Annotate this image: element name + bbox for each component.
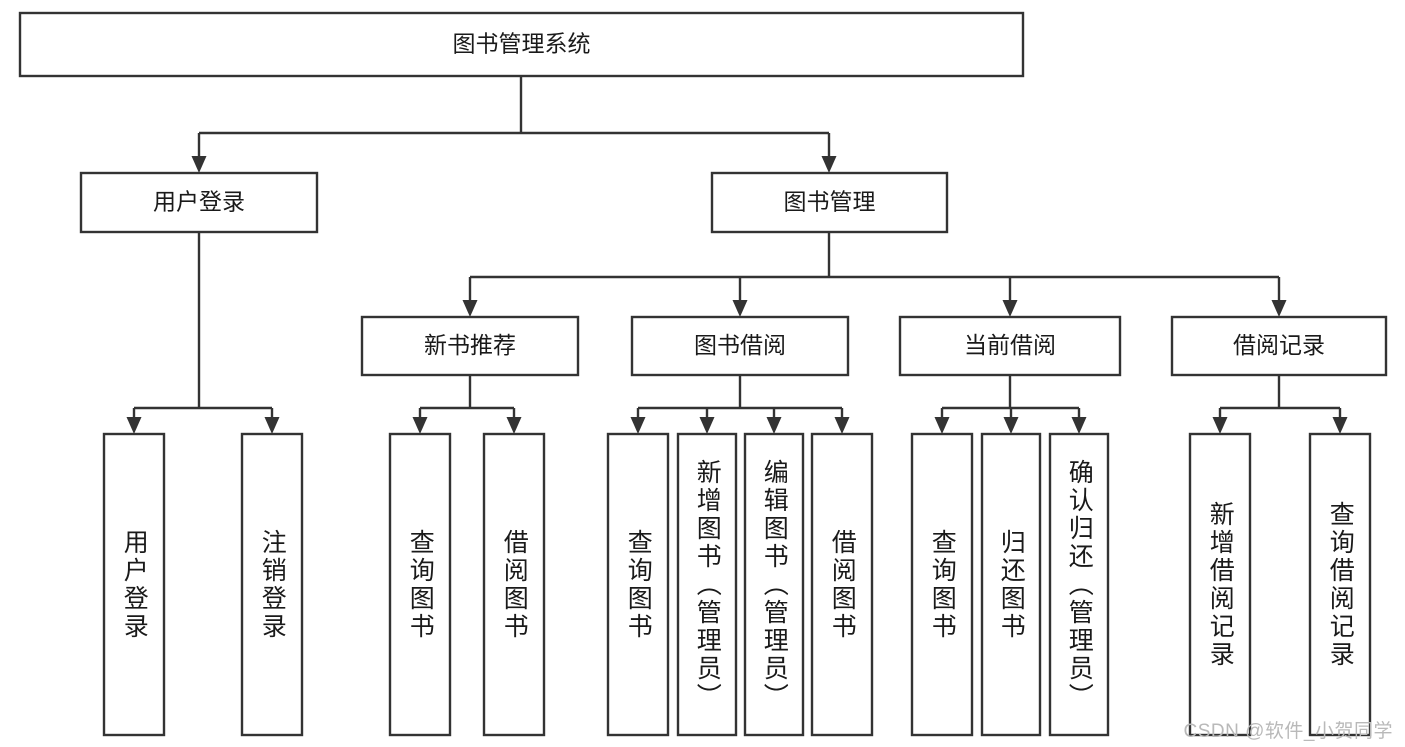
arrow-head-icon xyxy=(462,300,478,317)
arrow-head-icon xyxy=(506,417,522,434)
arrow-head-icon xyxy=(126,417,142,434)
level2-node-label: 用户登录 xyxy=(153,189,245,215)
arrow-head-icon xyxy=(630,417,646,434)
leaf-node-box[interactable] xyxy=(606,432,670,737)
arrow-head-icon xyxy=(766,417,782,434)
arrow-head-icon xyxy=(699,417,715,434)
leaf-node-box[interactable] xyxy=(240,432,304,737)
boxes-layer xyxy=(18,11,1388,737)
leaf-node-box[interactable] xyxy=(1308,432,1372,737)
leaf-node-box[interactable] xyxy=(388,432,452,737)
arrow-head-icon xyxy=(1003,417,1019,434)
arrow-head-icon xyxy=(1002,300,1018,317)
arrow-head-icon xyxy=(1071,417,1087,434)
arrow-head-icon xyxy=(191,156,207,173)
leaf-node-box[interactable] xyxy=(910,432,974,737)
leaf-node-box[interactable] xyxy=(482,432,546,737)
arrow-head-icon xyxy=(1332,417,1348,434)
level2-node-box[interactable] xyxy=(710,171,949,234)
arrow-head-icon xyxy=(934,417,950,434)
level3-node-box[interactable] xyxy=(898,315,1122,377)
leaf-node-box[interactable] xyxy=(743,432,805,737)
level2-node-label: 图书管理 xyxy=(784,189,876,215)
arrow-head-icon xyxy=(732,300,748,317)
arrow-head-icon xyxy=(1271,300,1287,317)
leaf-node-box[interactable] xyxy=(102,432,166,737)
level3-node-label: 当前借阅 xyxy=(964,332,1056,358)
level3-node-box[interactable] xyxy=(360,315,580,377)
leaf-node-box[interactable] xyxy=(1188,432,1252,737)
watermark: CSDN @软件_小贺同学 xyxy=(1183,721,1393,742)
leaf-node-box[interactable] xyxy=(810,432,874,737)
level3-node-box[interactable] xyxy=(1170,315,1388,377)
level2-node-box[interactable] xyxy=(79,171,319,234)
arrow-head-icon xyxy=(412,417,428,434)
root-node-label: 图书管理系统 xyxy=(453,31,591,57)
arrow-head-icon xyxy=(264,417,280,434)
level3-node-label: 借阅记录 xyxy=(1233,332,1325,358)
arrow-head-icon xyxy=(1212,417,1228,434)
leaf-node-box[interactable] xyxy=(980,432,1042,737)
level3-node-label: 图书借阅 xyxy=(694,332,786,358)
level3-node-box[interactable] xyxy=(630,315,850,377)
leaf-node-box[interactable] xyxy=(1048,432,1110,737)
root-node-box[interactable] xyxy=(18,11,1025,78)
level3-node-label: 新书推荐 xyxy=(424,332,516,358)
arrow-head-icon xyxy=(821,156,837,173)
edges-layer xyxy=(126,76,1348,434)
leaf-node-box[interactable] xyxy=(676,432,738,737)
arrow-head-icon xyxy=(834,417,850,434)
